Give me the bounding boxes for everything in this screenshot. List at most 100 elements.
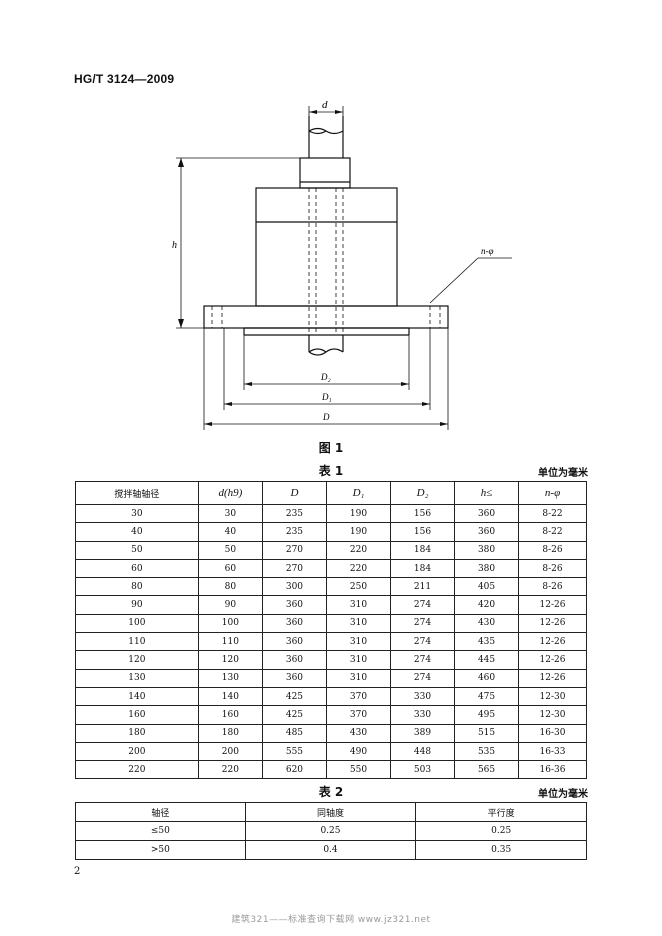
table-cell: 100 <box>75 613 199 634</box>
label-D: D <box>322 412 330 422</box>
table-cell: 555 <box>261 741 327 762</box>
table-cell: 330 <box>389 686 456 707</box>
table-cell: 40 <box>75 522 199 542</box>
table-cell: 50 <box>75 540 199 560</box>
table-cell: 360 <box>261 650 327 670</box>
table-cell: 0.35 <box>415 840 587 860</box>
table-cell: 110 <box>197 632 263 652</box>
table-cell: ≤50 <box>75 821 246 841</box>
table-cell: 0.25 <box>244 821 417 841</box>
table1-header-cell: D₂ <box>389 481 456 505</box>
table-cell: 425 <box>261 705 327 725</box>
label-h: h <box>172 240 177 251</box>
table-cell: 620 <box>261 760 327 780</box>
watermark: 建筑321——标准查询下载网 www.jz321.net <box>231 915 431 925</box>
table-cell: 380 <box>454 540 520 560</box>
table-cell: 360 <box>261 632 327 652</box>
table-cell: 190 <box>325 503 392 524</box>
table-cell: 184 <box>389 540 456 560</box>
table-cell: 430 <box>325 723 392 743</box>
table-cell: 250 <box>325 577 392 597</box>
table-cell: 405 <box>454 577 520 597</box>
table2-header-cell: 同轴度 <box>244 802 417 822</box>
table-cell: 495 <box>454 705 520 725</box>
table2-header-cell: 平行度 <box>415 802 587 822</box>
table-cell: 80 <box>75 577 199 597</box>
label-n-phi: n-φ <box>481 246 493 256</box>
table-cell: 310 <box>325 632 392 652</box>
table-cell: 12-26 <box>518 613 587 634</box>
table1-header-cell: h≤ <box>454 481 520 505</box>
table-cell: 30 <box>197 503 263 524</box>
table-cell: 360 <box>454 503 520 524</box>
table-cell: 360 <box>261 613 327 634</box>
table-cell: 8-22 <box>518 503 587 524</box>
table-cell: 360 <box>261 668 327 688</box>
table-cell: 8-22 <box>518 522 587 542</box>
standard-number: HG/T 3124—2009 <box>74 72 175 86</box>
table-cell: 515 <box>454 723 520 743</box>
table-cell: 430 <box>454 613 520 634</box>
table-cell: 535 <box>454 741 520 762</box>
table-cell: 40 <box>197 522 263 542</box>
table1-title: 表 1 <box>318 464 344 478</box>
figure-caption: 图 1 <box>318 441 344 455</box>
table-cell: 360 <box>454 522 520 542</box>
table2-header-cell: 轴径 <box>75 802 246 822</box>
table-cell: 12-26 <box>518 668 587 688</box>
table-cell: 310 <box>325 613 392 634</box>
label-D2: D₂ <box>320 372 331 382</box>
table-cell: 235 <box>261 503 327 524</box>
table1-header-cell: 搅拌轴轴径 <box>75 481 199 505</box>
table-cell: 274 <box>389 613 456 634</box>
table-cell: 445 <box>454 650 520 670</box>
table-cell: 90 <box>197 595 263 615</box>
table-cell: 12-26 <box>518 650 587 670</box>
label-d: d <box>322 99 328 111</box>
table-cell: 130 <box>197 668 263 688</box>
table1-unit: 单位为毫米 <box>538 468 588 479</box>
table-cell: 190 <box>325 522 392 542</box>
table-cell: 12-30 <box>518 705 587 725</box>
table-cell: 389 <box>389 723 456 743</box>
table-cell: 180 <box>197 723 263 743</box>
table-cell: 310 <box>325 595 392 615</box>
table-cell: 435 <box>454 632 520 652</box>
table1-header-row: 搅拌轴轴径 d(h9) D D₁ D₂ h≤ n-φ <box>75 481 587 505</box>
page-number: 2 <box>74 866 81 877</box>
table-cell: 310 <box>325 668 392 688</box>
table2-title: 表 2 <box>318 785 344 799</box>
table-cell: 130 <box>75 668 199 688</box>
table-cell: 550 <box>325 760 392 780</box>
table-cell: 16-33 <box>518 741 587 762</box>
table-cell: 12-26 <box>518 595 587 615</box>
table-cell: 180 <box>75 723 199 743</box>
table-cell: 0.25 <box>415 821 587 841</box>
table-cell: 360 <box>261 595 327 615</box>
table-cell: 565 <box>454 760 520 780</box>
table-cell: 330 <box>389 705 456 725</box>
table-cell: 220 <box>197 760 263 780</box>
table-cell: 140 <box>75 686 199 707</box>
table-cell: 30 <box>75 503 199 524</box>
table-cell: >50 <box>75 840 246 860</box>
table-cell: 60 <box>75 558 199 579</box>
table-cell: 310 <box>325 650 392 670</box>
table-cell: 12-30 <box>518 686 587 707</box>
table-cell: 220 <box>75 760 199 780</box>
table-cell: 60 <box>197 558 263 579</box>
table-cell: 274 <box>389 595 456 615</box>
